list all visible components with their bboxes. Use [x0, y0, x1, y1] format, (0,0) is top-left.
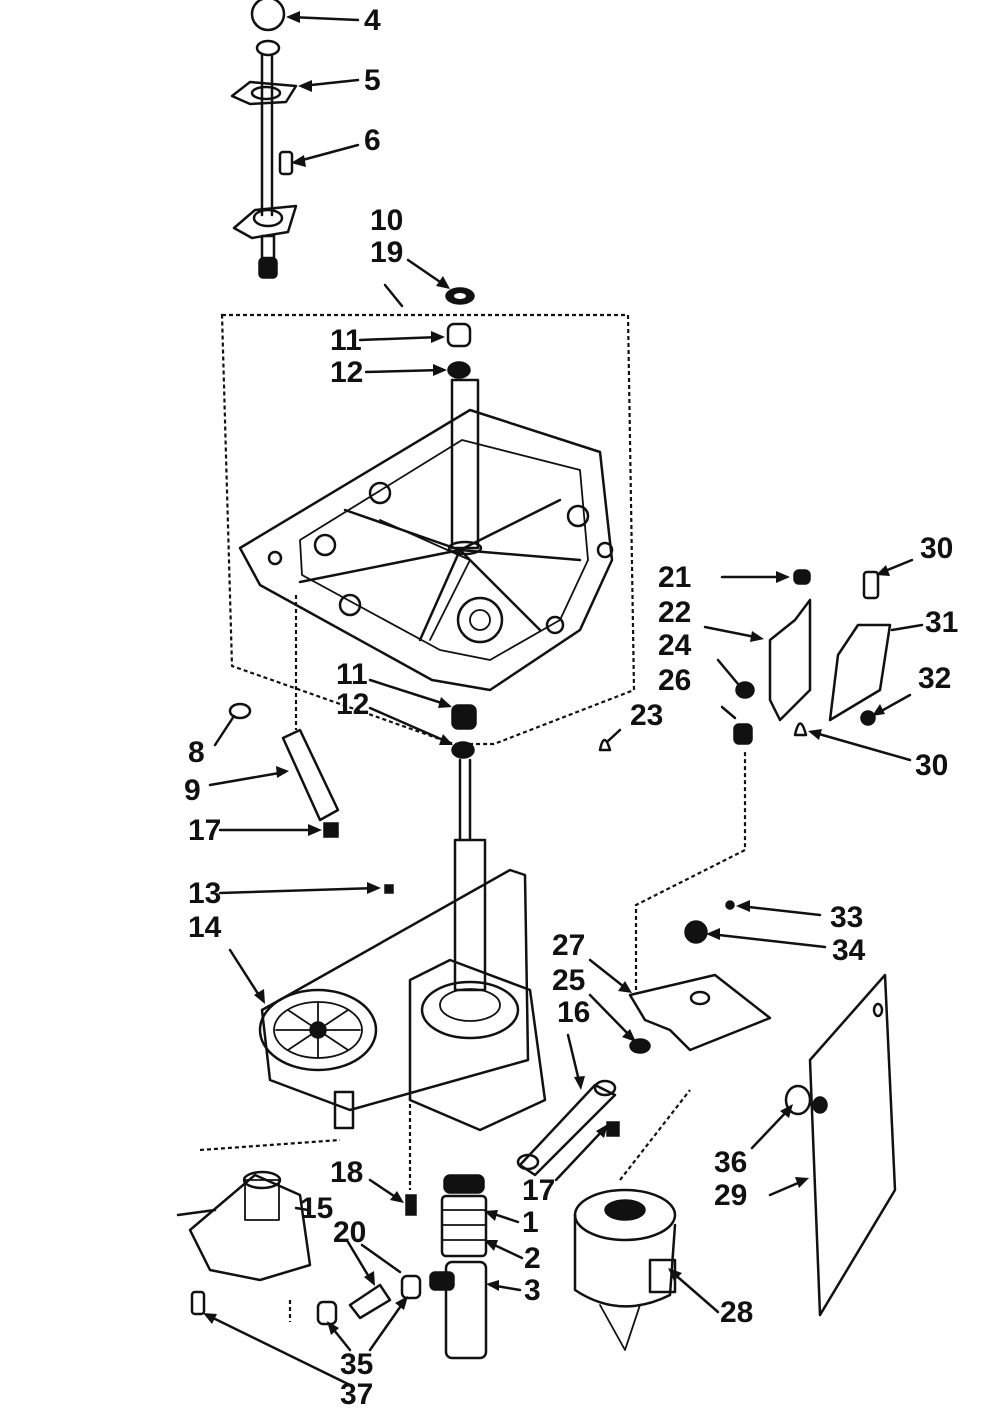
gear-case-pulley	[258, 868, 547, 1216]
transmission-base-plate	[238, 378, 614, 692]
assembly-group-box	[220, 313, 636, 746]
label-11-lower: 11	[336, 658, 368, 691]
label-1: 1	[522, 1206, 539, 1239]
label-3: 3	[524, 1274, 541, 1307]
label-10: 10	[370, 204, 403, 237]
label-15: 15	[300, 1192, 333, 1225]
label-12-upper: 12	[330, 356, 363, 389]
label-2: 2	[524, 1242, 541, 1275]
label-5: 5	[364, 64, 381, 97]
label-32: 32	[918, 662, 951, 695]
label-27: 27	[552, 929, 585, 962]
label-17-right: 17	[522, 1174, 555, 1207]
label-4: 4	[364, 4, 381, 37]
lower-bearing	[451, 704, 477, 730]
label-22: 22	[658, 596, 691, 629]
label-25: 25	[552, 964, 585, 997]
label-29: 29	[714, 1179, 747, 1212]
label-34: 34	[832, 934, 866, 967]
label-19: 19	[370, 236, 403, 269]
lower-shaft-seals	[440, 1174, 488, 1360]
label-26: 26	[658, 664, 691, 697]
label-9: 9	[184, 774, 201, 807]
label-35: 35	[340, 1348, 373, 1381]
leader-lines	[203, 11, 924, 1387]
label-37: 37	[340, 1378, 373, 1410]
pump-assembly	[176, 1138, 455, 1326]
lower-washer	[451, 741, 475, 759]
label-11-upper: 11	[330, 324, 362, 357]
label-20: 20	[333, 1216, 366, 1249]
label-24: 24	[658, 629, 692, 662]
label-8: 8	[188, 736, 205, 769]
motor-bracket	[516, 723, 772, 1177]
label-30-bottom: 30	[915, 749, 948, 782]
label-14: 14	[188, 911, 222, 944]
label-17-left: 17	[188, 814, 221, 847]
cover-panel	[784, 973, 897, 1317]
label-13: 13	[188, 877, 221, 910]
label-36: 36	[714, 1146, 747, 1179]
label-6: 6	[364, 124, 381, 157]
label-31: 31	[925, 606, 958, 639]
label-12-lower: 12	[336, 688, 369, 721]
label-23: 23	[630, 699, 663, 732]
upper-bearing-stack	[445, 287, 475, 379]
label-21: 21	[658, 561, 691, 594]
motor	[573, 1089, 691, 1351]
drive-shaft	[453, 758, 487, 992]
label-30-top: 30	[920, 532, 953, 565]
label-18: 18	[330, 1156, 363, 1189]
agitator-cap-assembly	[230, 0, 298, 279]
part-labels: 4 5 6 10 19 11 12 11 12 23 8 9 17 13 14 …	[184, 4, 958, 1410]
label-16: 16	[557, 996, 590, 1029]
pivot-link	[228, 595, 340, 838]
label-28: 28	[720, 1296, 753, 1329]
label-33: 33	[830, 901, 863, 934]
upper-right-brackets	[598, 569, 892, 752]
